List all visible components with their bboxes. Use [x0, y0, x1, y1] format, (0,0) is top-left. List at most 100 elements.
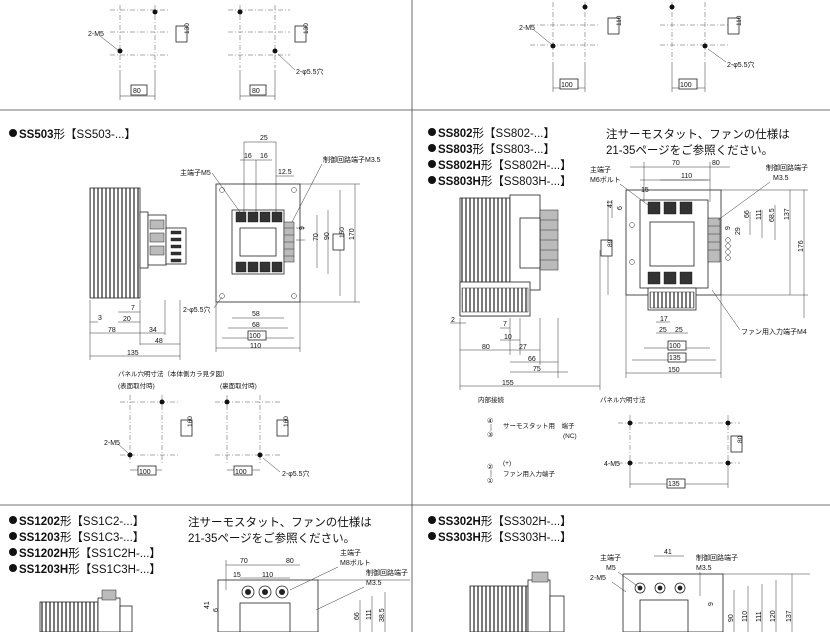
ss802-dim-80: 80: [712, 160, 720, 167]
ss1202-control-terminal-label: 制御回路端子: [366, 568, 408, 577]
ss802-n2: ②: [487, 464, 493, 471]
ss802-nc-label: (NC): [563, 433, 577, 440]
ss1202-dim-110: 110: [262, 572, 273, 579]
top-left-hole-label: 2-φ5.5穴: [296, 67, 324, 76]
ss802-internal-label: 内部接続: [478, 395, 505, 404]
ss1202-title-1: SS1202形【SS1C2-...】: [19, 515, 144, 528]
ss802-plus-label: (+): [503, 460, 511, 467]
ss1202-note-line2: 21-35ページをご参照ください。: [188, 531, 355, 545]
ss1202-dim-70: 70: [240, 558, 248, 565]
ss503-panel-dim-100b: 100: [235, 469, 247, 476]
ss503-main-terminal-label: 主端子M5: [180, 168, 211, 177]
ss1202-title-4: SS1203H形【SS1C3H-...】: [19, 563, 161, 576]
ss302-dim-120: 120: [770, 610, 777, 622]
ss1202-dim-6: 6: [213, 608, 220, 612]
ss802-dim-29: 29: [735, 227, 742, 235]
top-left-dim-130b: 130: [303, 23, 310, 34]
ss802-thermo-label: サーモスタット用 端子: [503, 421, 575, 430]
ss802-dim-7: 7: [503, 321, 507, 328]
top-left-dim-130a: 130: [184, 23, 191, 34]
ss302-m5-label: M5: [606, 565, 616, 572]
ss802-title-2: SS803形【SS803-...】: [438, 143, 555, 156]
ss503-dim-78: 78: [108, 327, 116, 334]
ss802-dim-100: 100: [669, 343, 681, 350]
ss1202-main-terminal-label: 主端子: [340, 548, 361, 557]
ss302-title-2: SS303H形【SS303H-...】: [438, 531, 572, 544]
ss503-mount-hole-label: 2-φ5.5穴: [183, 305, 211, 314]
ss503-dim-100: 100: [249, 333, 261, 340]
ss802-title-4: SS803H形【SS803H-...】: [438, 175, 572, 188]
ss503-panel-m5-label: 2-M5: [104, 440, 120, 447]
ss302-title-1: SS302H形【SS302H-...】: [438, 515, 572, 528]
ss503-dim-110: 110: [250, 343, 261, 350]
ss503-dim-150: 150: [339, 227, 346, 238]
ss503-title: SS503形【SS503-...】: [19, 128, 136, 141]
ss503-dim-3: 3: [98, 315, 102, 322]
top-right-panel-drawings: 2-M5 110 100 110 2-φ5.5穴 100: [519, 2, 755, 92]
ss802-dim-137: 137: [784, 208, 791, 220]
ss802-dim-80b: 80: [482, 344, 490, 351]
ss503-dim-68: 68: [252, 322, 260, 329]
ss802-dim-75: 75: [533, 366, 541, 373]
ss503-dim-16a: 16: [244, 153, 252, 160]
ss1202-dim-15: 15: [233, 572, 241, 579]
ss302-dim-110: 110: [742, 611, 749, 622]
top-right-dim-110a: 110: [616, 15, 623, 26]
ss503-front-mount-label: (表面取付時): [118, 381, 155, 390]
ss802-main-terminal-label: 主端子: [590, 165, 611, 174]
top-left-m5-label: 2-M5: [88, 31, 104, 38]
ss503-panel-title: パネル穴明寸法（本体側カラ見タ図）: [118, 369, 229, 378]
ss302-dim-90: 90: [728, 614, 735, 622]
ss503-dim-9: 9: [299, 226, 306, 230]
section-ss1202: SS1202形【SS1C2-...】 SS1203形【SS1C3-...】 SS…: [9, 515, 410, 632]
ss1202-dim-66: 66: [354, 612, 361, 620]
ss802-control-size-label: M3.5: [773, 175, 789, 182]
ss802-fan-input-label: ファン用入力端子: [503, 469, 556, 478]
ss802-dim-176: 176: [798, 240, 805, 252]
top-right-hole-label: 2-φ5.5穴: [727, 60, 755, 69]
ss503-dim-70: 70: [313, 233, 320, 241]
ss802-dim-25a: 25: [659, 327, 667, 334]
ss802-dim-6: 6: [617, 206, 624, 210]
ss802-dim-17: 17: [660, 316, 668, 323]
ss802-n1: ①: [487, 477, 493, 485]
ss503-dim-7: 7: [131, 305, 135, 312]
ss503-heatsink-side: [89, 187, 141, 299]
ss503-dim-25: 25: [260, 135, 268, 142]
ss302-m5b-label: 2-M5: [590, 575, 606, 582]
ss1202-dim-111: 111: [366, 609, 373, 620]
ss802-fan-terminal-label: ファン用入力端子M4: [741, 327, 807, 336]
ss1202-title-3: SS1202H形【SS1C2H-...】: [19, 547, 161, 560]
ss1202-dim-41: 41: [204, 601, 211, 609]
ss802-panel-dim-135: 135: [668, 481, 680, 488]
ss802-dim-66b: 66: [528, 356, 536, 363]
ss802-dim-41: 41: [607, 200, 614, 208]
ss503-dim-58: 58: [252, 311, 260, 318]
top-right-dim-100a: 100: [561, 82, 573, 89]
ss503-dim-48: 48: [155, 338, 163, 345]
ss802-title-1: SS802形【SS802-...】: [438, 127, 555, 140]
ss802-dim-155: 155: [502, 380, 514, 387]
ss802-bolt-label: M6ボルト: [590, 176, 621, 184]
top-right-dim-100b: 100: [680, 82, 692, 89]
ss802-dim-150: 150: [668, 367, 680, 374]
ss802-dim-685: 68.5: [769, 208, 776, 222]
ss802-note-line1: 注サーモスタット、ファンの仕様は: [606, 127, 790, 141]
section-ss503: SS503形【SS503-...】 3 7 20 78 34 48 135: [9, 128, 381, 478]
ss1202-bolt-label: M8ボルト: [340, 559, 371, 567]
ss802-n4: ④: [487, 417, 493, 425]
ss802-dim-89: 89: [607, 239, 614, 247]
ss802-panel-m5-label: 4-M5: [604, 461, 620, 468]
ss302-control-terminal-label: 制御回路端子: [696, 553, 738, 562]
ss503-control-terminal-label: 制御回路端子M3.5: [323, 155, 381, 164]
top-left-dim-80b: 80: [252, 88, 260, 95]
ss1202-dim-385: 38.5: [379, 608, 386, 622]
ss802-dim-10: 10: [504, 334, 512, 341]
ss802-dim-66: 66: [744, 210, 751, 218]
ss1202-dim-80: 80: [286, 558, 294, 565]
ss802-dim-111: 111: [756, 209, 763, 220]
ss503-dim-135: 135: [127, 350, 139, 357]
ss302-dim-9: 9: [708, 602, 715, 606]
ss503-panel-dim-100a: 100: [139, 469, 151, 476]
